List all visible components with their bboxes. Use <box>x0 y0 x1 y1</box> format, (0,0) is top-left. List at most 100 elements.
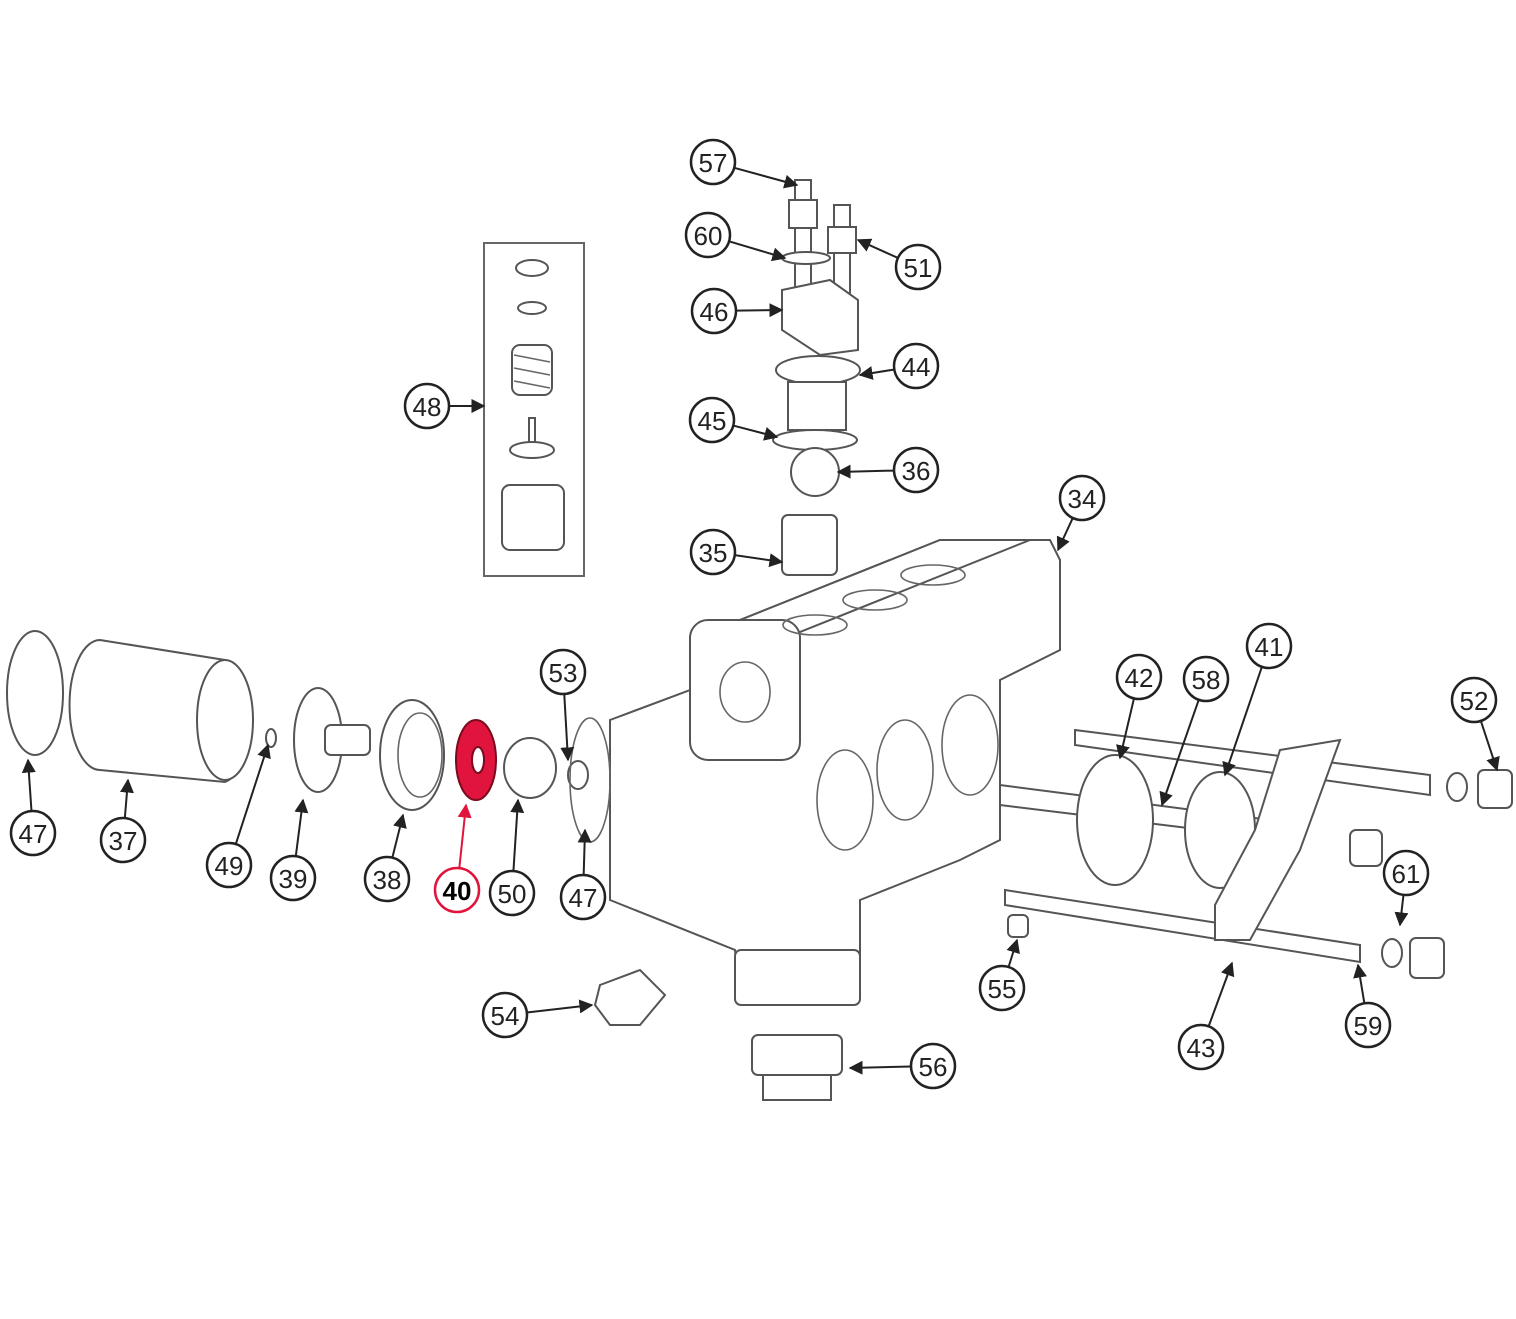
callout-bubble <box>1344 1001 1392 1049</box>
callout-bubble <box>684 211 732 259</box>
callout-35: 35 <box>689 528 784 576</box>
leader-arrow <box>577 828 592 876</box>
callout-number: 40 <box>443 876 472 906</box>
callout-number: 42 <box>1125 663 1154 693</box>
leader-arrow <box>510 798 525 872</box>
callout-58: 58 <box>1159 655 1230 807</box>
callout-46: 46 <box>690 287 784 335</box>
leader-arrow <box>735 303 784 318</box>
callout-61: 61 <box>1382 849 1430 927</box>
callout-number: 37 <box>109 826 138 856</box>
leader-arrow <box>391 813 407 858</box>
leader-arrow <box>560 693 575 762</box>
callout-57: 57 <box>689 138 799 189</box>
callout-number: 61 <box>1392 859 1421 889</box>
callout-bubble <box>689 138 737 186</box>
callout-bubble <box>1058 474 1106 522</box>
callout-number: 58 <box>1192 665 1221 695</box>
callout-bubble <box>1245 622 1293 670</box>
leader-arrow <box>1159 699 1200 807</box>
leader-arrow <box>21 758 36 812</box>
leader-arrow <box>848 1060 912 1075</box>
callout-bubble <box>688 396 736 444</box>
callout-55: 55 <box>978 938 1026 1012</box>
callout-number: 51 <box>904 253 933 283</box>
callout-bubble <box>9 809 57 857</box>
leader-arrow <box>1056 517 1074 552</box>
callout-number: 41 <box>1255 632 1284 662</box>
parts-drawing <box>6 179 1513 1101</box>
leader-arrow <box>526 999 594 1014</box>
callout-48: 48 <box>403 382 486 430</box>
callout-40: 40 <box>433 803 481 914</box>
leader-arrow <box>728 240 787 262</box>
callout-45: 45 <box>688 396 779 444</box>
leader-arrow <box>1222 666 1263 777</box>
callout-bubble <box>433 866 481 914</box>
callout-bubble <box>99 816 147 864</box>
callout-bubble <box>894 243 942 291</box>
callout-bubble <box>1450 676 1498 724</box>
leader-arrow <box>856 238 899 259</box>
callout-60: 60 <box>684 211 787 262</box>
callout-bubble <box>690 287 738 335</box>
callout-bubble <box>892 342 940 390</box>
leader-arrow <box>234 743 271 845</box>
leader-arrow <box>1353 963 1367 1004</box>
callout-number: 34 <box>1068 484 1097 514</box>
leader-arrow <box>1207 961 1235 1027</box>
callout-bubble <box>892 446 940 494</box>
callout-bubble <box>488 869 536 917</box>
callout-number: 48 <box>413 392 442 422</box>
leader-arrow <box>733 424 779 441</box>
leader-arrow <box>836 464 895 479</box>
callout-41: 41 <box>1222 622 1293 777</box>
callout-bubble <box>689 528 737 576</box>
callout-number: 47 <box>19 819 48 849</box>
leader-arrow <box>119 778 134 819</box>
callout-number: 52 <box>1460 686 1489 716</box>
callout-bubble <box>363 855 411 903</box>
callout-51: 51 <box>856 238 942 291</box>
callout-number: 39 <box>279 864 308 894</box>
leader-arrow <box>294 798 309 857</box>
callout-bubble <box>559 873 607 921</box>
leader-arrow <box>1116 698 1135 760</box>
callout-number: 46 <box>700 297 729 327</box>
left-inlet-assembly <box>6 630 611 843</box>
callout-number: 43 <box>1187 1033 1216 1063</box>
callout-number: 35 <box>699 538 728 568</box>
callout-bubble <box>1115 653 1163 701</box>
callout-bubble <box>909 1042 957 1090</box>
leader-arrow <box>858 366 895 380</box>
callout-bubble <box>539 648 587 696</box>
callout-56: 56 <box>848 1042 957 1090</box>
callout-38: 38 <box>363 813 411 903</box>
discharge-valve-stack <box>772 179 861 576</box>
callout-52: 52 <box>1450 676 1500 772</box>
callout-number: 53 <box>549 658 578 688</box>
callout-54: 54 <box>481 991 594 1039</box>
callout-number: 60 <box>694 221 723 251</box>
callout-43: 43 <box>1177 961 1235 1071</box>
callout-34: 34 <box>1056 474 1106 552</box>
callout-bubble <box>978 964 1026 1012</box>
callout-number: 50 <box>498 879 527 909</box>
callout-47: 47 <box>9 758 57 857</box>
valve-kit-box <box>483 242 585 577</box>
leader-arrow <box>733 166 799 189</box>
callout-bubble <box>205 841 253 889</box>
callout-59: 59 <box>1344 963 1392 1049</box>
callout-44: 44 <box>858 342 940 390</box>
callout-42: 42 <box>1115 653 1163 760</box>
callout-37: 37 <box>99 778 147 864</box>
callout-bubble <box>403 382 451 430</box>
callout-number: 44 <box>902 352 931 382</box>
pump-manifold-body <box>609 539 1061 1006</box>
callout-53: 53 <box>539 648 587 762</box>
callout-bubble <box>481 991 529 1039</box>
callout-36: 36 <box>836 446 940 494</box>
callout-number: 59 <box>1354 1011 1383 1041</box>
